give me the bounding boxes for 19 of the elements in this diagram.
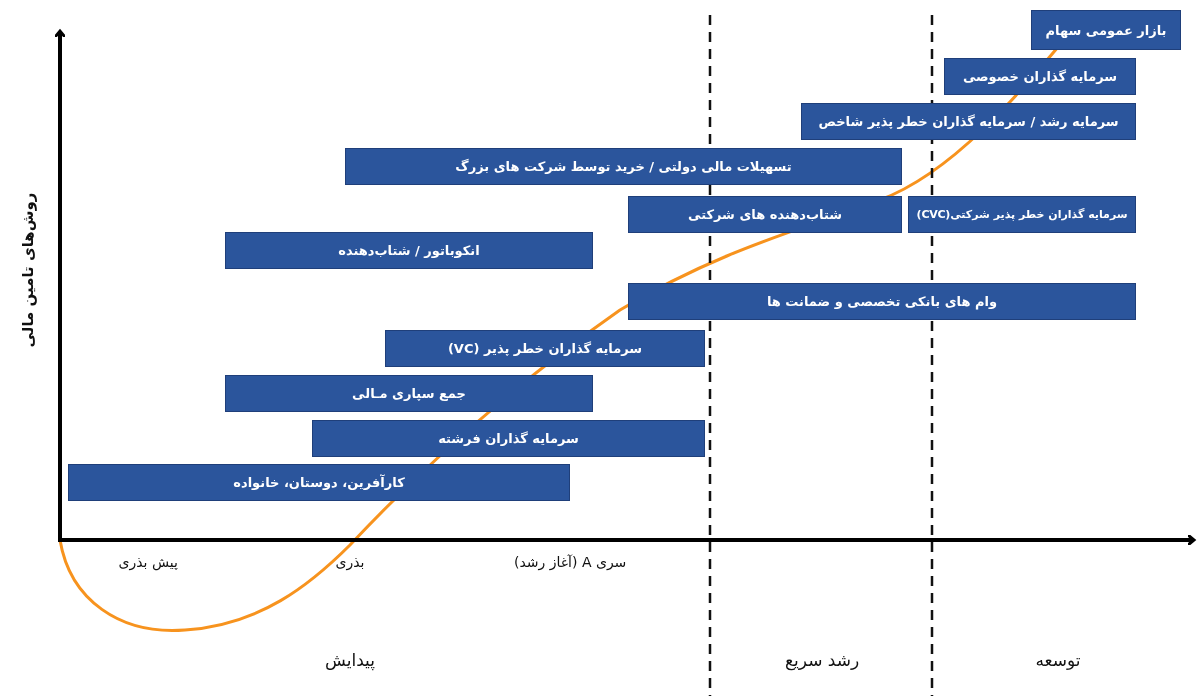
phase-label: پیدایش xyxy=(325,650,375,670)
funding-bar: سرمایه رشد / سرمایه گذاران خطر پذیر شاخص xyxy=(801,103,1136,140)
funding-bar: انکوباتور / شتاب‌دهنده xyxy=(225,232,593,269)
funding-bar: تسهیلات مالی دولتی / خرید توسط شرکت های بزرگ xyxy=(345,148,902,185)
funding-bar: سرمایه گذاران خطر پذیر شرکتی(CVC) xyxy=(908,196,1136,233)
funding-bar: کارآفرین، دوستان، خانواده xyxy=(68,464,570,501)
funding-bar: شتاب‌دهنده های شرکتی xyxy=(628,196,902,233)
funding-bar: جمع سپاری مـالی xyxy=(225,375,593,412)
phase-label: رشد سریع xyxy=(785,650,860,670)
funding-bar: سرمایه گذاران فرشته xyxy=(312,420,705,457)
funding-bar: وام های بانکی تخصصی و ضمانت ها xyxy=(628,283,1136,320)
stage-label: بذری xyxy=(335,554,365,570)
funding-bar: سرمایه گذاران خصوصی xyxy=(944,58,1136,95)
funding-bar: بازار عمومی سهام xyxy=(1031,10,1181,50)
stage-label: پیش بذری xyxy=(118,554,178,570)
funding-bar: سرمایه گذاران خطر پذیر (VC) xyxy=(385,330,705,367)
stage-label: سری A (آغاز رشد) xyxy=(514,554,627,570)
phase-label: توسعه xyxy=(1035,650,1081,670)
axis-title: روش‌های تامین مالی xyxy=(18,192,37,348)
